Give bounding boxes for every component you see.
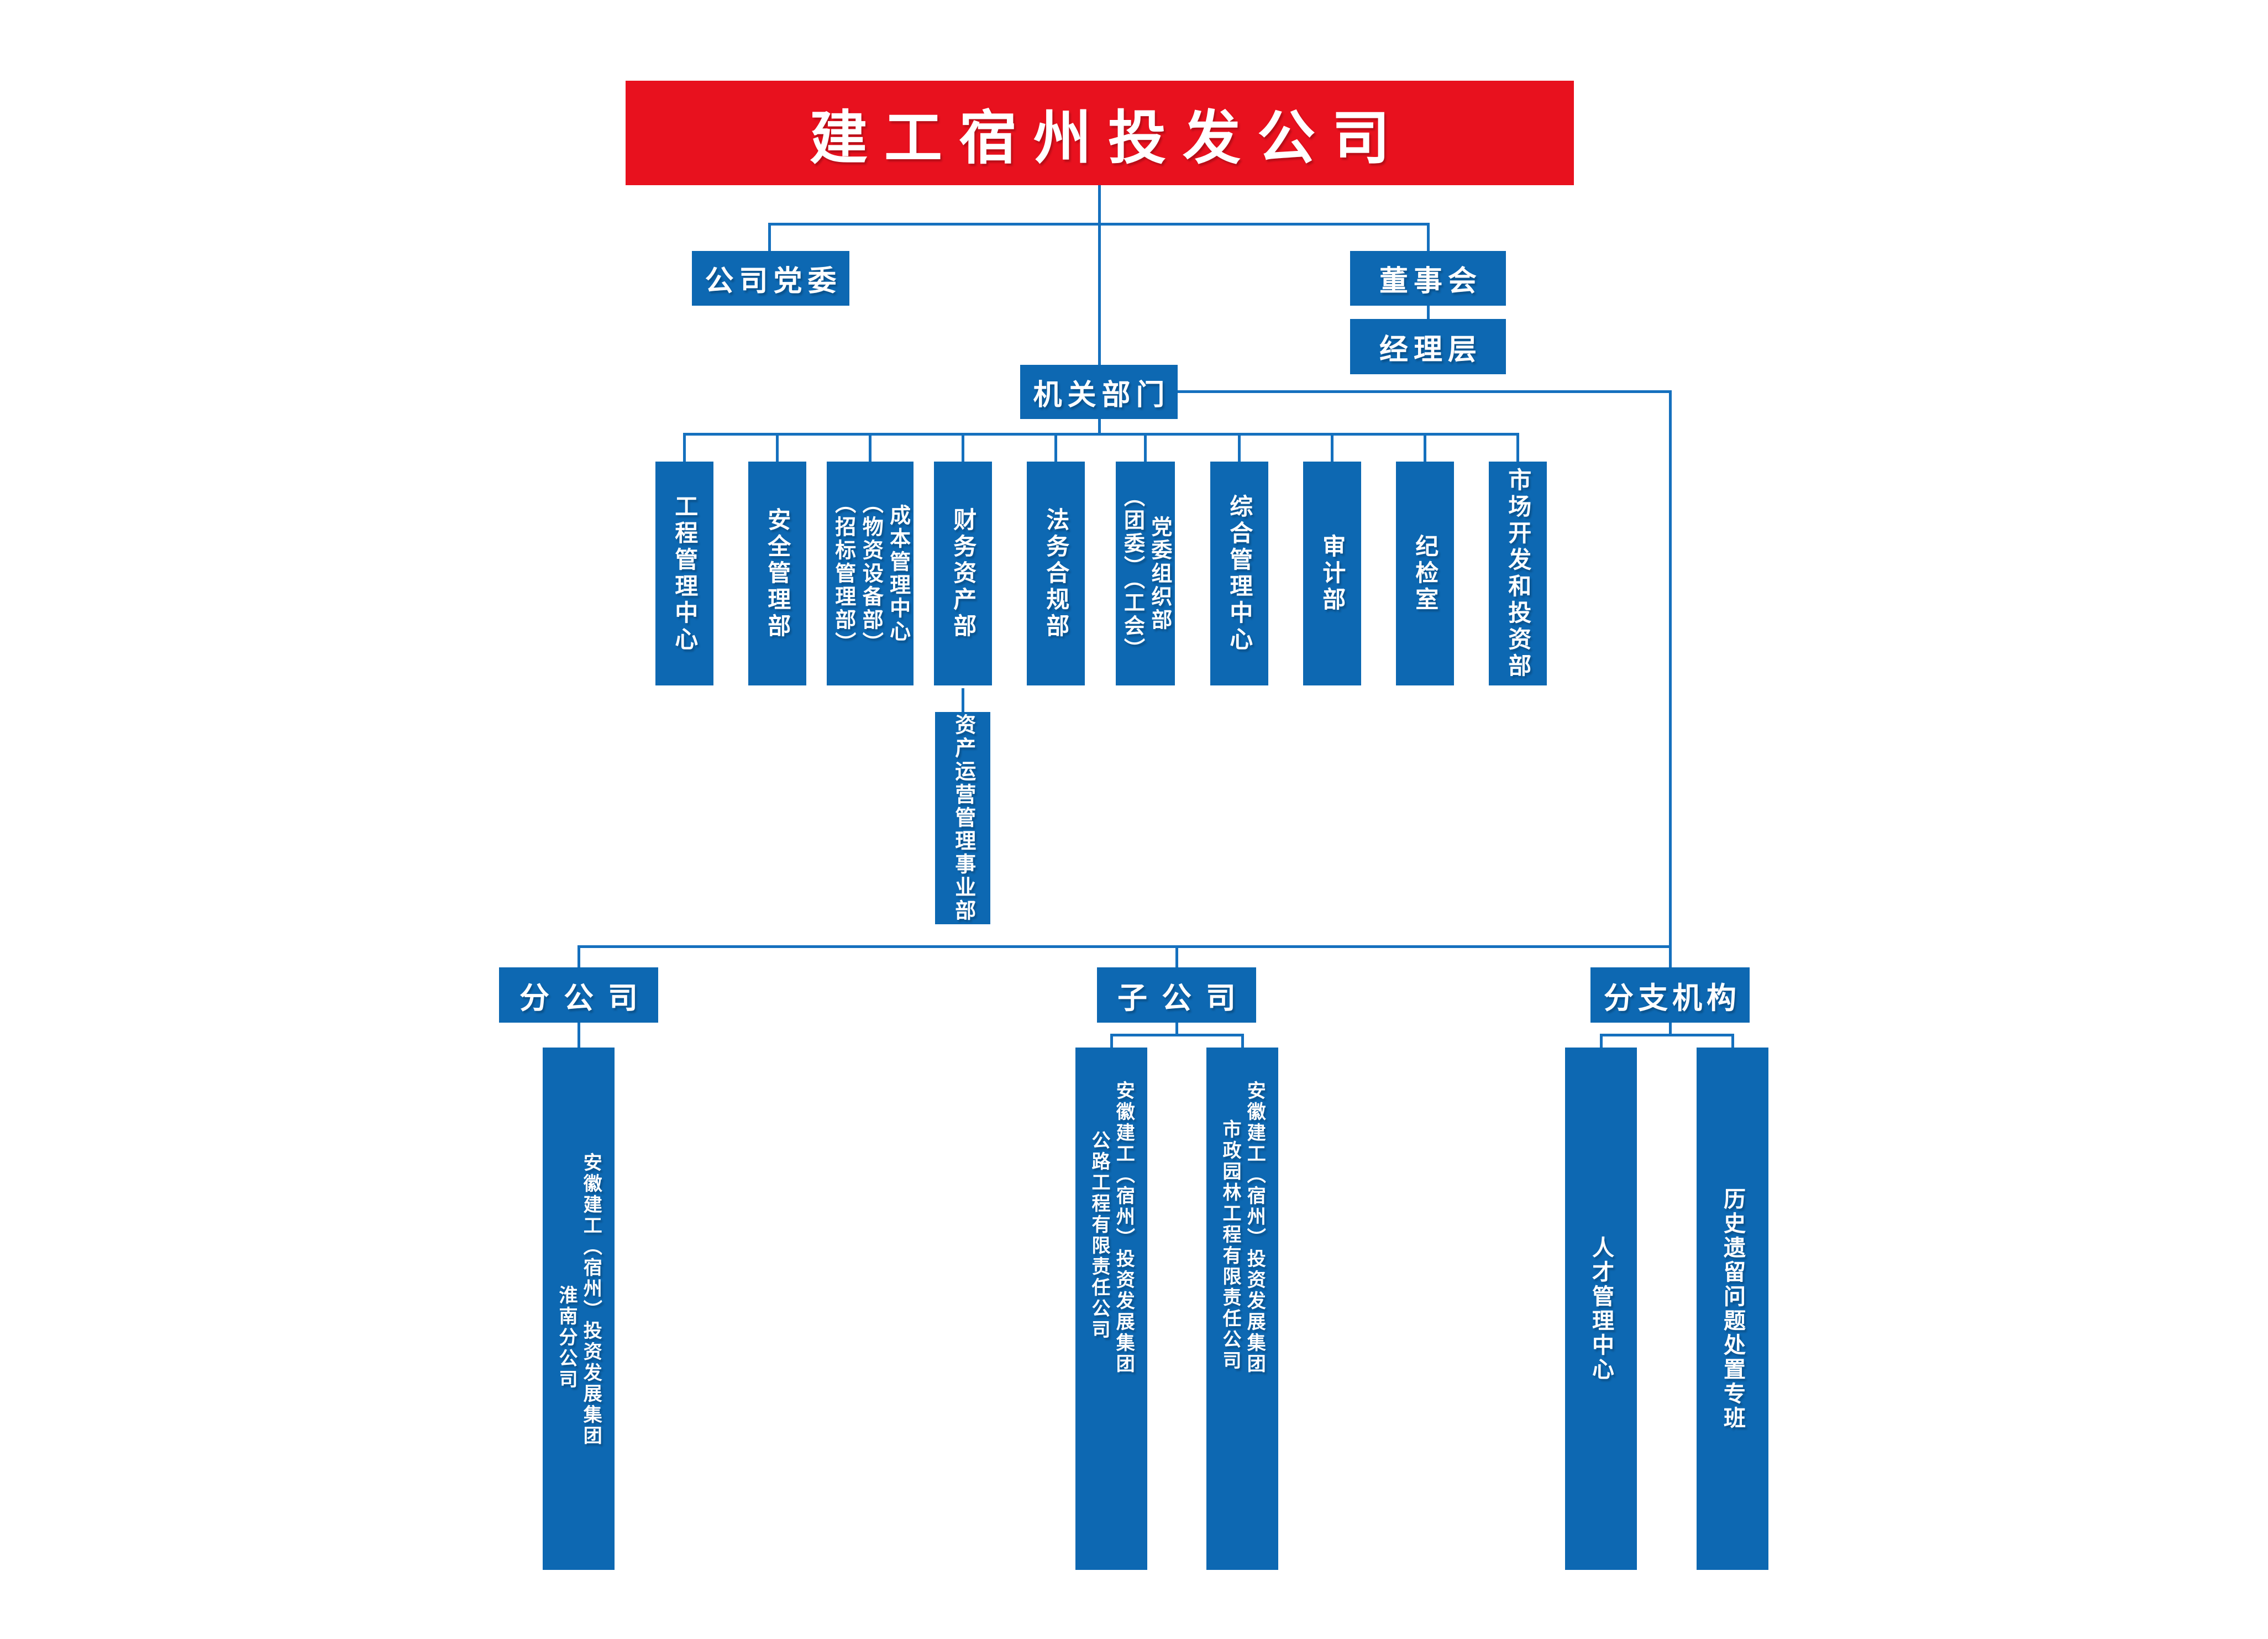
dept-cost-mgmt-center: 成本管理中心 （物资设备部） （招标管理部）: [827, 462, 914, 685]
connector-line: [1669, 390, 1672, 968]
company-title: 建工宿州投发公司: [809, 106, 1406, 171]
dept-label: 成本管理中心: [886, 504, 910, 643]
connector-line: [1054, 433, 1057, 462]
node-party-committee: 公司党委: [692, 251, 849, 306]
connector-line: [769, 223, 1430, 226]
connector-line: [1110, 1034, 1244, 1036]
company-label: 安徽建工（宿州）投资发展集团: [580, 1153, 602, 1447]
connector-line: [683, 433, 686, 462]
company-legacy-issues-taskforce: 历史遗留问题处置专班: [1697, 1048, 1768, 1570]
connector-line: [1175, 945, 1178, 968]
dept-discipline-inspection: 纪检室: [1396, 462, 1454, 685]
node-label: 分支机构: [1604, 981, 1741, 1015]
dept-label: 审计部: [1319, 533, 1346, 614]
company-label: 安徽建工（宿州）投资发展集团: [1113, 1081, 1135, 1375]
connector-line: [1600, 1034, 1603, 1048]
dept-finance-assets: 财务资产部: [934, 462, 992, 685]
connector-line: [1098, 185, 1101, 365]
company-label: 市政园林工程有限责任公司: [1220, 1119, 1241, 1371]
dept-label: 纪检室: [1412, 533, 1439, 614]
connector-line: [962, 688, 964, 712]
dept-audit: 审计部: [1303, 462, 1361, 685]
company-highway-engineering: 安徽建工（宿州）投资发展集团 公路工程有限责任公司: [1075, 1048, 1147, 1570]
connector-line: [1144, 433, 1147, 462]
connector-line: [1238, 433, 1241, 462]
company-label: 历史遗留问题处置专班: [1720, 1187, 1745, 1431]
connector-line: [1424, 433, 1426, 462]
dept-label: 市场开发和投资部: [1505, 467, 1531, 680]
dept-label: 法务合规部: [1043, 507, 1069, 640]
company-label: 人才管理中心: [1589, 1235, 1613, 1382]
connector-line: [1600, 1034, 1734, 1036]
node-organ-departments: 机关部门: [1020, 365, 1178, 419]
header-branch-org: 分支机构: [1590, 967, 1750, 1023]
dept-party-organization: 党委组织部 （团委）（工会）: [1116, 462, 1175, 685]
dept-label: 综合管理中心: [1226, 494, 1253, 653]
connector-line: [1178, 390, 1672, 393]
connector-line: [776, 433, 779, 462]
company-label: 淮南分公司: [556, 1285, 577, 1390]
dept-market-dev-investment: 市场开发和投资部: [1489, 462, 1547, 685]
dept-label: （团委）（工会）: [1120, 486, 1144, 661]
dept-safety-mgmt: 安全管理部: [748, 462, 806, 685]
connector-line: [578, 945, 580, 968]
connector-line: [1669, 1022, 1672, 1036]
dept-label: 财务资产部: [950, 507, 977, 640]
node-label: 董事会: [1379, 265, 1482, 297]
connector-line: [1516, 433, 1519, 462]
node-label: 分公司: [519, 981, 652, 1015]
header-subsidiary: 子公司: [1097, 967, 1256, 1023]
connector-line: [578, 1022, 580, 1048]
connector-line: [1098, 418, 1101, 434]
connector-line: [1110, 1034, 1113, 1048]
company-municipal-garden: 安徽建工（宿州）投资发展集团 市政园林工程有限责任公司: [1206, 1048, 1278, 1570]
connector-line: [1331, 433, 1334, 462]
node-label: 子公司: [1117, 981, 1250, 1015]
connector-line: [1427, 223, 1430, 251]
connector-line: [684, 433, 1519, 436]
node-label: 机关部门: [1033, 379, 1170, 411]
dept-label: 党委组织部: [1147, 515, 1171, 632]
dept-label: （物资设备部）: [859, 492, 883, 655]
connector-line: [768, 223, 771, 251]
company-huainan-branch: 安徽建工（宿州）投资发展集团 淮南分公司: [543, 1048, 615, 1570]
dept-label: 工程管理中心: [671, 494, 698, 653]
connector-line: [1241, 1034, 1244, 1048]
dept-legal-compliance: 法务合规部: [1027, 462, 1085, 685]
header-branch-company: 分公司: [499, 967, 658, 1023]
node-board-of-directors: 董事会: [1350, 251, 1506, 306]
connector-line: [1175, 1022, 1178, 1036]
connector-line: [1731, 1034, 1734, 1048]
node-management-layer: 经理层: [1350, 319, 1506, 374]
company-title-banner: 建工宿州投发公司: [626, 81, 1574, 185]
company-label: 安徽建工（宿州）投资发展集团: [1244, 1081, 1266, 1375]
company-talent-mgmt-center: 人才管理中心: [1565, 1048, 1637, 1570]
connector-line: [1427, 306, 1430, 319]
dept-engineering-mgmt-center: 工程管理中心: [655, 462, 713, 685]
dept-general-mgmt-center: 综合管理中心: [1210, 462, 1268, 685]
node-label: 经理层: [1379, 333, 1482, 366]
dept-label: 资产运营管理事业部: [951, 714, 975, 923]
company-label: 公路工程有限责任公司: [1089, 1130, 1110, 1340]
connector-line: [962, 433, 964, 462]
connector-line: [578, 945, 1672, 948]
dept-asset-operation-division: 资产运营管理事业部: [935, 712, 990, 924]
dept-label: （招标管理部）: [831, 492, 855, 655]
dept-label: 安全管理部: [764, 507, 791, 640]
connector-line: [869, 433, 872, 462]
node-label: 公司党委: [705, 265, 842, 297]
